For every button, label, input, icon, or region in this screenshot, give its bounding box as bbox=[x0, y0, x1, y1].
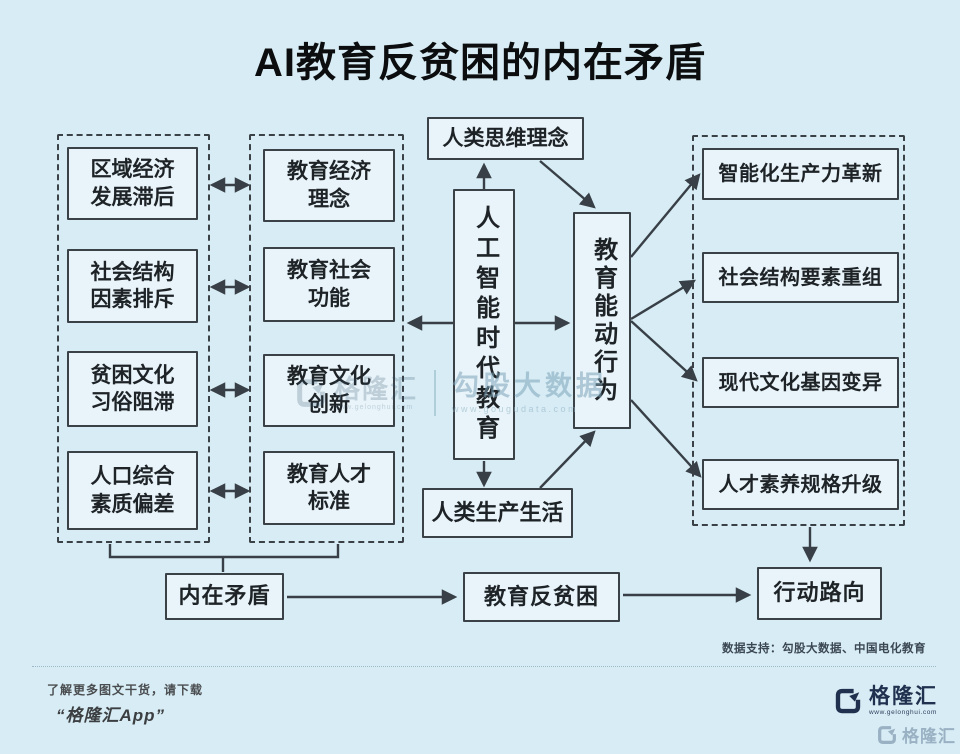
page-title: AI教育反贫困的内在矛盾 bbox=[254, 41, 706, 85]
function-box-talent-standard: 教育人才标准 bbox=[263, 451, 395, 525]
core-box-education-agency: 教育能动行为 bbox=[573, 212, 631, 429]
footer-promo-line1: 了解更多图文干货，请下载 bbox=[47, 683, 204, 697]
bottom-flow-arrows bbox=[108, 527, 818, 605]
core-box-human-life: 人类生产生活 bbox=[422, 488, 573, 538]
action-fan-arrows bbox=[630, 173, 702, 478]
footer-promo-line2: “格隆汇App” bbox=[56, 706, 166, 725]
transform-box-social-elements: 社会结构要素重组 bbox=[702, 252, 899, 303]
flow-box-action-direction: 行动路向 bbox=[757, 567, 882, 620]
flow-box-education-antipoverty: 教育反贫困 bbox=[463, 572, 620, 622]
poverty-factors-group bbox=[57, 134, 210, 543]
core-box-ai-era-education: 人工智能时代教育 bbox=[453, 189, 515, 460]
gelonghui-logo: 格隆汇 www.gelonghui.com bbox=[833, 686, 938, 716]
education-functions-group bbox=[249, 134, 404, 543]
transform-box-talent-upgrade: 人才素养规格升级 bbox=[702, 459, 899, 510]
factor-box-social-structure: 社会结构因素排斥 bbox=[67, 249, 198, 323]
factor-box-population-quality: 人口综合素质偏差 bbox=[67, 451, 198, 530]
corner-watermark-brand: 格隆汇 bbox=[902, 727, 956, 746]
factor-box-poverty-culture: 贫困文化习俗阻滞 bbox=[67, 351, 198, 427]
core-box-human-thinking: 人类思维理念 bbox=[427, 117, 584, 160]
brand-name: 格隆汇 bbox=[869, 685, 938, 708]
flow-box-internal-contradiction: 内在矛盾 bbox=[165, 573, 284, 620]
corner-watermark: 格隆汇 bbox=[876, 722, 956, 747]
data-support-note: 数据支持：勾股大数据、中国电化教育 bbox=[722, 643, 926, 655]
transform-box-productivity: 智能化生产力革新 bbox=[702, 148, 899, 200]
gelonghui-logo-icon bbox=[835, 688, 861, 714]
transformations-group bbox=[692, 135, 905, 526]
function-box-economic-concept: 教育经济理念 bbox=[263, 149, 395, 222]
brand-url: www.gelonghui.com bbox=[869, 709, 938, 716]
gelonghui-logo-icon bbox=[878, 725, 896, 744]
function-box-social-function: 教育社会功能 bbox=[263, 247, 395, 322]
factor-function-double-arrows bbox=[209, 177, 251, 499]
factor-box-regional-economy: 区域经济发展滞后 bbox=[67, 147, 198, 220]
function-box-culture-innovation: 教育文化创新 bbox=[263, 354, 395, 427]
transform-box-culture-gene: 现代文化基因变异 bbox=[702, 357, 899, 408]
footer-divider bbox=[32, 666, 936, 667]
core-arrows bbox=[406, 160, 596, 489]
